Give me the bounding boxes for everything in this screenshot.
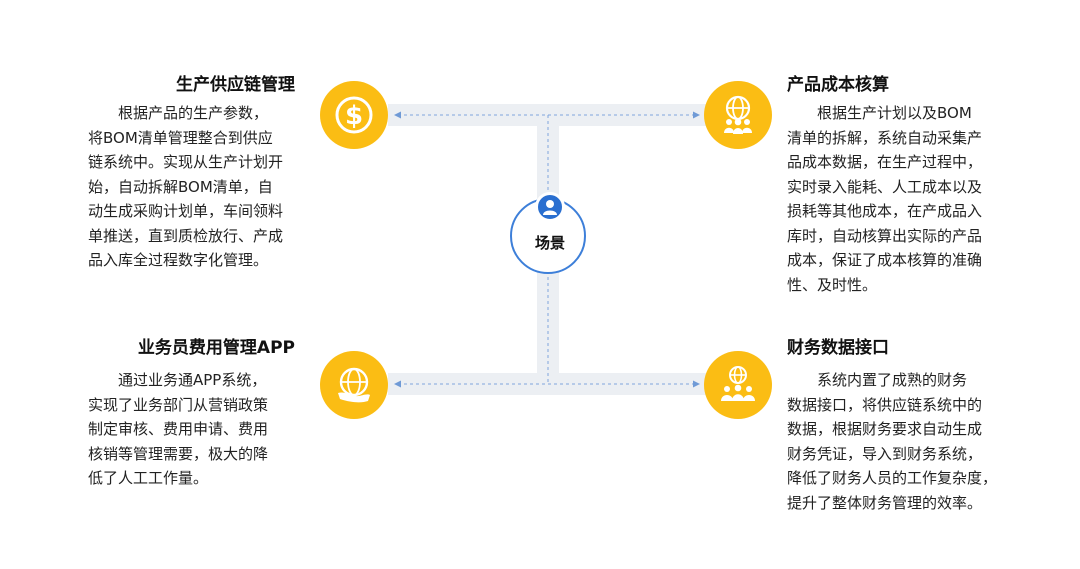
scene-label: 场景 [534, 234, 565, 252]
arrowhead-bottom-right [693, 380, 700, 388]
cost-accounting-description: 根据生产计划以及BOM 清单的拆解，系统自动采集产 品成本数据，在生产过程中， … [787, 104, 983, 294]
supply-chain-title: 生产供应链管理 [176, 75, 295, 95]
arrowhead-bottom-left [394, 380, 401, 388]
finance-interface-description: 系统内置了成熟的财务 数据接口，将供应链系统中的 数据，根据财务要求自动生成 财… [787, 371, 998, 512]
scene-node: 场景 [510, 192, 586, 274]
globe-people-icon [704, 81, 772, 149]
arrowhead-top-right [693, 111, 700, 119]
supply-chain-description: 根据产品的生产参数， 将BOM清单管理整合到供应 链系统中。实现从生产计划开 始… [88, 104, 284, 269]
user-icon [535, 192, 565, 222]
dollar-icon: $ [320, 81, 388, 149]
sales-expense-title: 业务员费用管理APP [137, 338, 295, 358]
finance-interface-title: 财务数据接口 [787, 338, 889, 358]
globe-hand-icon [320, 351, 388, 419]
svg-text:$: $ [345, 101, 363, 131]
arrowhead-top-left [394, 111, 401, 119]
globe-group-icon [704, 351, 772, 419]
sales-expense-description: 通过业务通APP系统， 实现了业务部门从营销政策 制定审核、费用申请、费用 核销… [88, 371, 269, 487]
cost-accounting-title: 产品成本核算 [787, 75, 889, 95]
